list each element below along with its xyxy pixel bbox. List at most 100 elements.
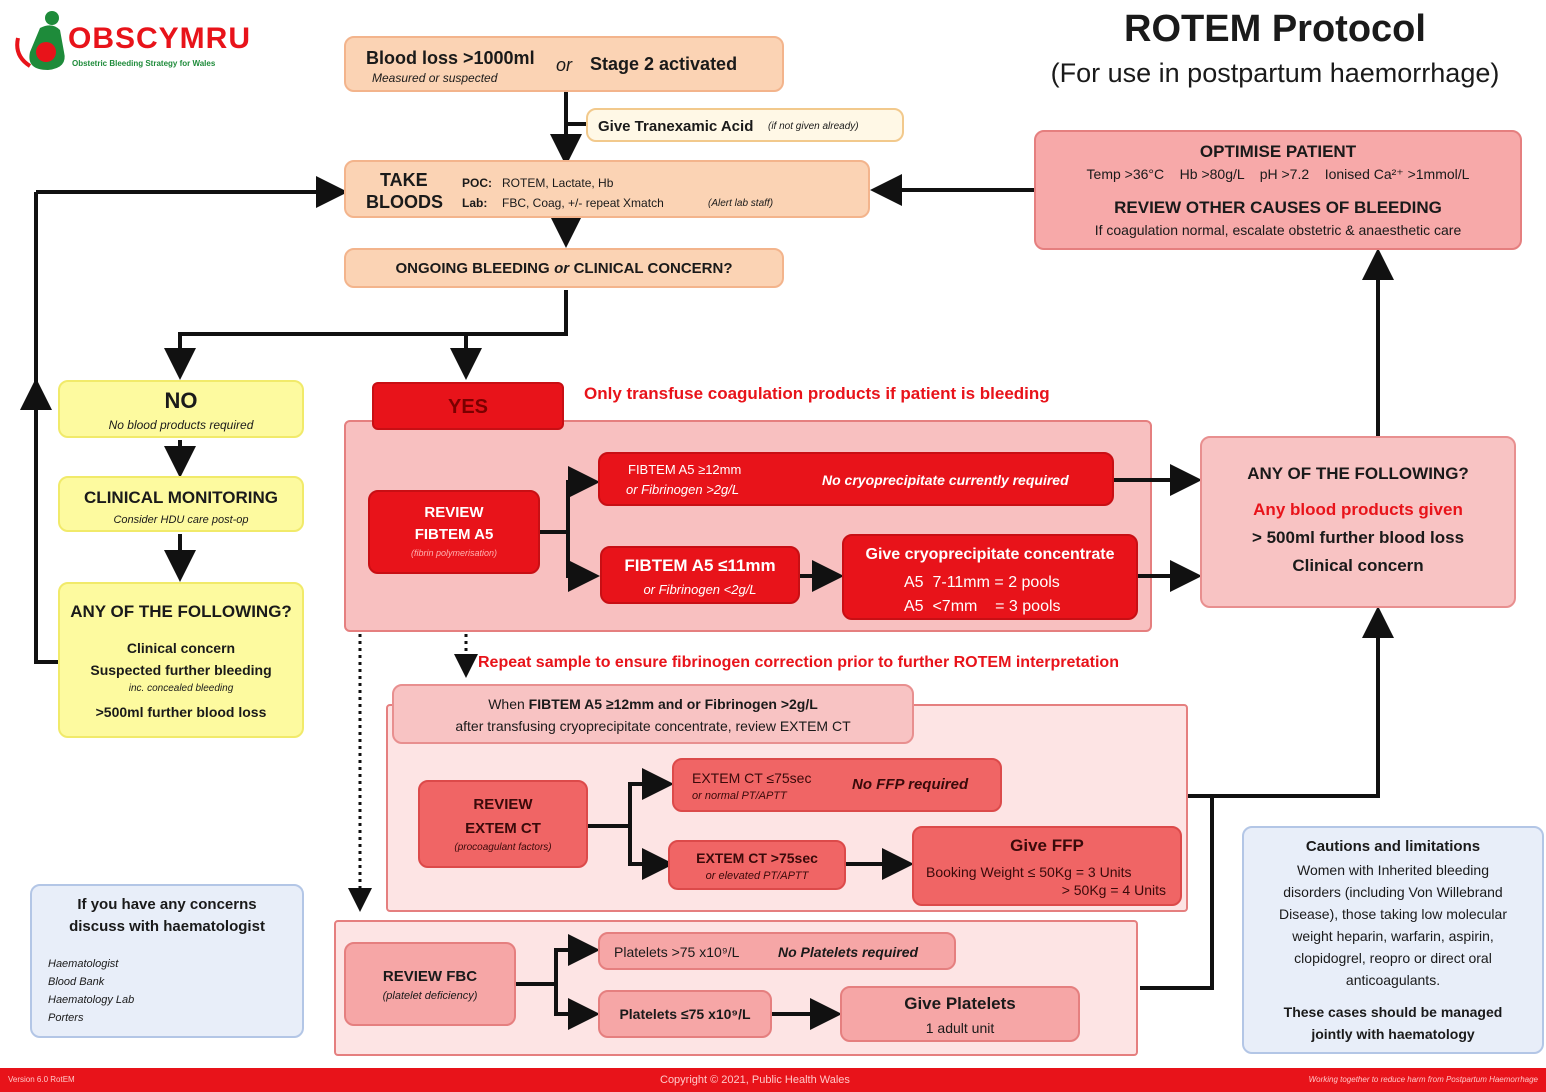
cautions-line-5: anticoagulants. — [1345, 972, 1441, 988]
extem-when-line1: When FIBTEM A5 ≥12mm and or Fibrinogen >… — [394, 696, 912, 712]
cryo-box: Give cryoprecipitate concentrate A5 7-11… — [842, 534, 1138, 620]
take-label: TAKE — [380, 170, 428, 190]
monitoring-title: CLINICAL MONITORING — [84, 488, 278, 507]
cautions-bold-1: These cases should be managed — [1283, 1004, 1503, 1020]
ffp-line-1: Booking Weight ≤ 50Kg = 3 Units — [926, 864, 1132, 880]
footer-copyright: Copyright © 2021, Public Health Wales — [660, 1074, 850, 1086]
page-title: ROTEM Protocol — [1124, 8, 1426, 50]
no-any-1: Clinical concern — [126, 640, 236, 656]
txa-note: (if not given already) — [768, 121, 859, 132]
extem-high-box: EXTEM CT >75sec or elevated PT/APTT — [668, 840, 846, 890]
review-causes-title: REVIEW OTHER CAUSES OF BLEEDING — [1114, 198, 1442, 217]
cryo-line-2: A5 <7mm = 3 pools — [904, 598, 1061, 615]
lab-label: Lab: — [462, 196, 488, 210]
give-platelets-title: Give Platelets — [904, 994, 1016, 1013]
fibtem-high-result: No cryoprecipitate currently required — [822, 472, 1069, 488]
platelets-low-box: Platelets ≤75 x10⁹/L — [598, 990, 772, 1038]
footer-tagline: Working together to reduce harm from Pos… — [1308, 1075, 1538, 1084]
fbc-review-2: (platelet deficiency) — [382, 990, 478, 1002]
no-any-4: >500ml further blood loss — [95, 704, 267, 720]
poc-label: POC: — [462, 176, 492, 190]
ffp-line-2: > 50Kg = 4 Units — [1061, 882, 1166, 898]
ffp-title: Give FFP — [1010, 836, 1084, 855]
no-any-box: ANY OF THE FOLLOWING? Clinical concern S… — [58, 582, 304, 738]
ongoing-prefix: ONGOING BLEEDING — [395, 260, 550, 277]
ffp-box: Give FFP Booking Weight ≤ 50Kg = 3 Units… — [912, 826, 1182, 906]
fibtem-review-3: (fibrin polymerisation) — [410, 548, 498, 558]
cautions-box: Cautions and limitations Women with Inhe… — [1242, 826, 1544, 1054]
lab-value: FBC, Coag, +/- repeat Xmatch — [502, 196, 664, 210]
extem-review-3: (procoagulant factors) — [454, 842, 552, 853]
no-any-3: inc. concealed bleeding — [128, 683, 234, 694]
give-platelets-box: Give Platelets 1 adult unit — [840, 986, 1080, 1042]
platelets-normal-result: No Platelets required — [778, 944, 919, 960]
ongoing-box: ONGOING BLEEDING or CLINICAL CONCERN? — [344, 248, 784, 288]
cautions-line-3: weight heparin, warfarin, aspirin, — [1292, 928, 1494, 944]
extem-when-box: When FIBTEM A5 ≥12mm and or Fibrinogen >… — [392, 684, 914, 744]
extem-review-box: REVIEW EXTEM CT (procoagulant factors) — [418, 780, 588, 868]
any-right-2: > 500ml further blood loss — [1251, 528, 1465, 547]
fibtem-high-1: FIBTEM A5 ≥12mm — [628, 462, 742, 477]
review-causes-text: If coagulation normal, escalate obstetri… — [1094, 222, 1462, 238]
fibtem-low-2: or Fibrinogen <2g/L — [643, 582, 757, 597]
fibtem-high-2: or Fibrinogen >2g/L — [626, 482, 740, 497]
start-box: Blood loss >1000ml Measured or suspected… — [344, 36, 784, 92]
no-box: NO No blood products required — [58, 380, 304, 438]
cautions-line-1: disorders (including Von Willebrand — [1283, 884, 1503, 900]
repeat-sample-text: Repeat sample to ensure fibrinogen corre… — [478, 654, 1119, 671]
any-right-title: ANY OF THE FOLLOWING? — [1247, 464, 1469, 483]
give-platelets-sub: 1 adult unit — [925, 1020, 995, 1036]
yes-box: YES — [372, 382, 564, 430]
take-bloods-box: TAKE BLOODS POC: ROTEM, Lactate, Hb Lab:… — [344, 160, 870, 218]
extem-normal-result: No FFP required — [852, 776, 969, 793]
concerns-title-2: discuss with haematologist — [69, 918, 265, 935]
contact-1: Blood Bank — [48, 976, 105, 988]
footer-bar: Version 6.0 RotEM Copyright © 2021, Publ… — [0, 1068, 1546, 1092]
no-any-2: Suspected further bleeding — [90, 662, 272, 678]
extem-when-prefix: When — [488, 696, 525, 712]
extem-when-line2: after transfusing cryoprecipitate concen… — [455, 718, 851, 734]
fibtem-review-box: REVIEW FIBTEM A5 (fibrin polymerisation) — [368, 490, 540, 574]
cautions-line-4: clopidogrel, reopro or direct oral — [1294, 950, 1492, 966]
mother-baby-logo-icon — [15, 11, 65, 70]
fbc-review-1: REVIEW FBC — [382, 968, 478, 985]
fbc-review-box: REVIEW FBC (platelet deficiency) — [344, 942, 516, 1026]
monitoring-sub: Consider HDU care post-op — [113, 514, 249, 526]
optimise-title: OPTIMISE PATIENT — [1199, 142, 1357, 161]
any-right-3: Clinical concern — [1292, 556, 1424, 575]
fibtem-review-2: FIBTEM A5 — [414, 526, 494, 543]
extem-normal-box: EXTEM CT ≤75sec or normal PT/APTT No FFP… — [672, 758, 1002, 812]
monitoring-box: CLINICAL MONITORING Consider HDU care po… — [58, 476, 304, 532]
extem-high-1: EXTEM CT >75sec — [696, 850, 818, 866]
cryo-line-1: A5 7-11mm = 2 pools — [904, 574, 1060, 591]
txa-label: Give Tranexamic Acid — [598, 118, 754, 135]
page-subtitle: (For use in postpartum haemorrhage) — [1050, 58, 1500, 88]
fibtem-low-box: FIBTEM A5 ≤11mm or Fibrinogen <2g/L — [600, 546, 800, 604]
poc-value: ROTEM, Lactate, Hb — [502, 176, 614, 190]
txa-box: Give Tranexamic Acid (if not given alrea… — [586, 108, 904, 142]
platelets-normal: Platelets >75 x10⁹/L — [614, 944, 740, 960]
fibtem-low-1: FIBTEM A5 ≤11mm — [624, 556, 776, 575]
logo-tagline: Obstetric Bleeding Strategy for Wales — [72, 59, 216, 68]
fibtem-review-1: REVIEW — [424, 504, 484, 521]
cautions-line-2: Disease), those taking low molecular — [1279, 906, 1507, 922]
platelets-normal-box: Platelets >75 x10⁹/L No Platelets requir… — [598, 932, 956, 970]
fibtem-high-box: FIBTEM A5 ≥12mm or Fibrinogen >2g/L No c… — [598, 452, 1114, 506]
contact-2: Haematology Lab — [48, 994, 135, 1006]
any-right-1: Any blood products given — [1253, 500, 1463, 519]
extem-review-1: REVIEW — [473, 796, 533, 813]
any-right-box: ANY OF THE FOLLOWING? Any blood products… — [1200, 436, 1516, 608]
contact-3: Porters — [48, 1012, 84, 1024]
extem-high-2: or elevated PT/APTT — [705, 870, 809, 882]
concerns-title-1: If you have any concerns — [77, 896, 257, 913]
lab-note: (Alert lab staff) — [708, 198, 774, 209]
platelets-low: Platelets ≤75 x10⁹/L — [619, 1006, 751, 1022]
optimise-box: OPTIMISE PATIENT Temp >36°C Hb >80g/L pH… — [1034, 130, 1522, 250]
no-any-title: ANY OF THE FOLLOWING? — [70, 602, 292, 621]
blood-loss-label: Blood loss >1000ml — [366, 48, 535, 68]
cautions-title: Cautions and limitations — [1305, 838, 1481, 855]
no-sub: No blood products required — [108, 418, 254, 432]
extem-normal-2: or normal PT/APTT — [692, 790, 787, 802]
extem-when-bold: FIBTEM A5 ≥12mm and or Fibrinogen >2g/L — [528, 696, 818, 712]
